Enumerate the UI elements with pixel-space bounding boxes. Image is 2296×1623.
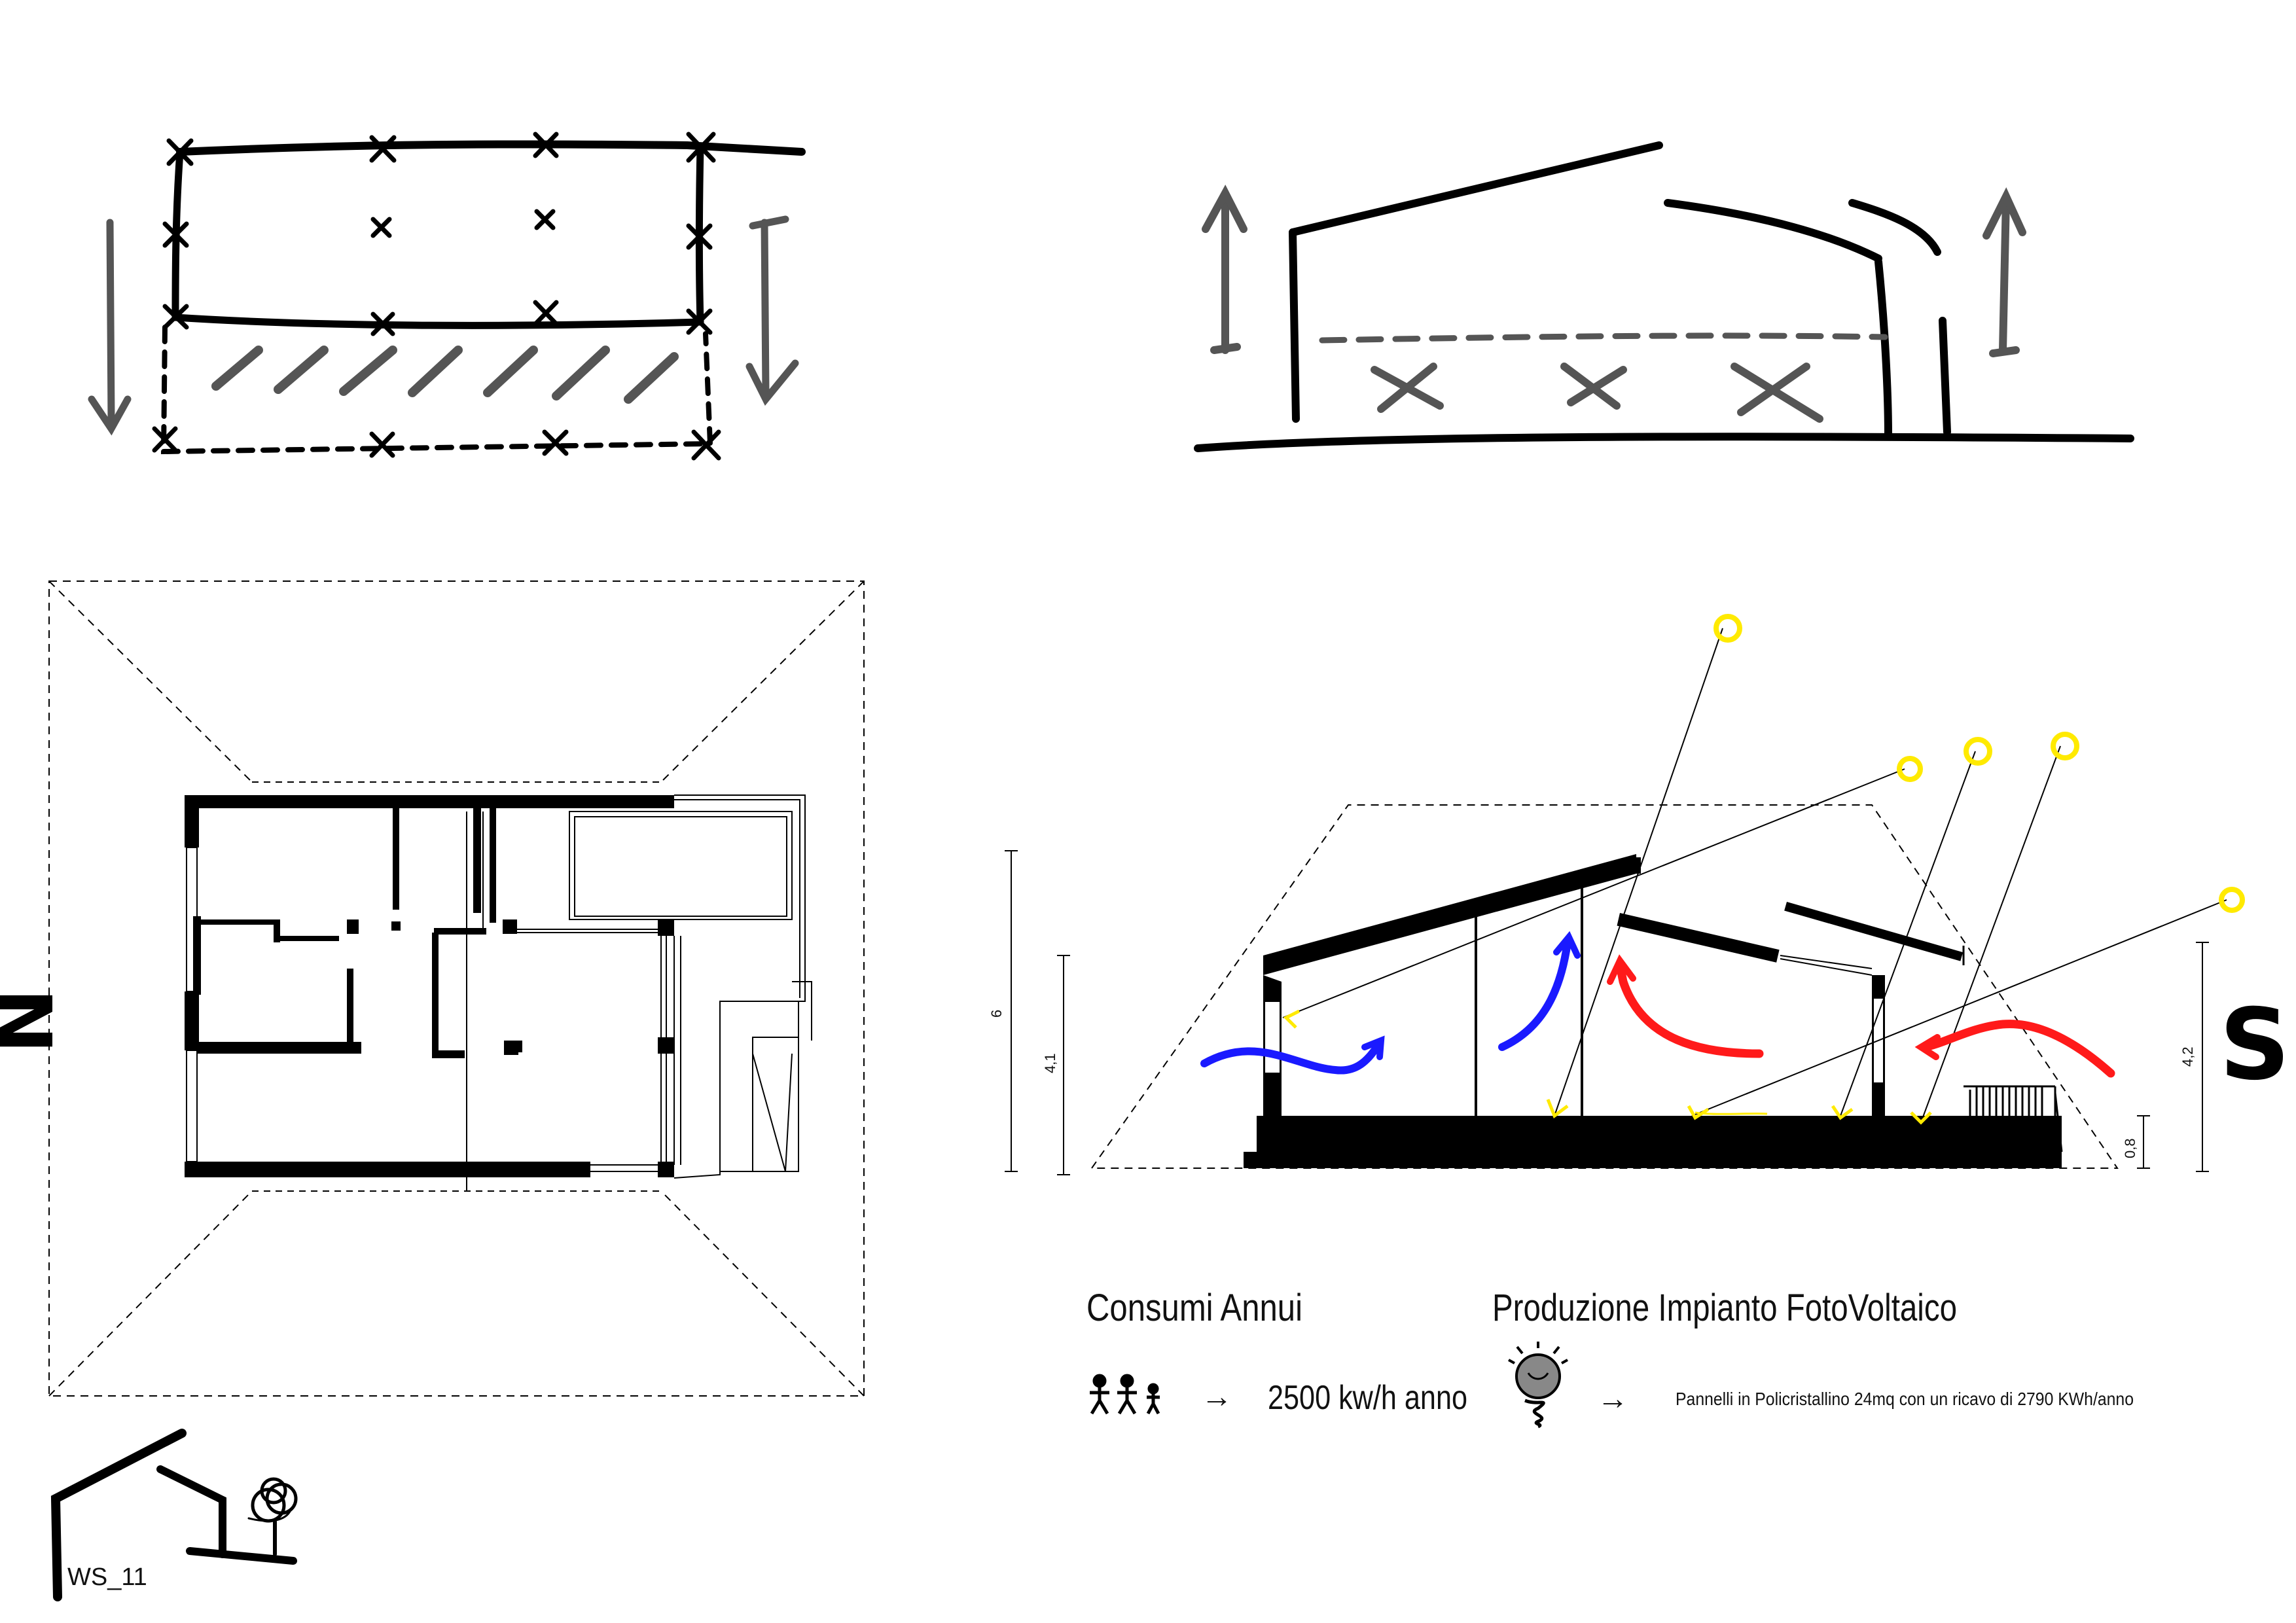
people-icon bbox=[1090, 1374, 1160, 1415]
warm-air-inflow-arrow bbox=[1920, 1020, 2115, 1078]
floor-plan bbox=[48, 580, 865, 1397]
production-value: Pannelli in Policristallino 24mq con un … bbox=[1676, 1389, 2134, 1409]
consumption-title: Consumi Annui bbox=[1086, 1287, 1302, 1329]
dim-total-height: 6 bbox=[988, 1010, 1005, 1018]
sheet-id: WS_11 bbox=[67, 1563, 147, 1591]
bioclimatic-section: 6 4,1 4,2 0,8 bbox=[988, 614, 2245, 1175]
south-label: S bbox=[2219, 988, 2290, 1102]
dim-south-wall: 4,2 bbox=[2179, 1046, 2196, 1067]
lightbulb-icon bbox=[1508, 1342, 1568, 1429]
consumption-arrow: → bbox=[1201, 1380, 1232, 1414]
dim-north-wall: 4,1 bbox=[1042, 1053, 1058, 1073]
energy-legend: Consumi Annui → 2500 kw/h anno Produzion… bbox=[1086, 1287, 2134, 1429]
dim-plinth: 0,8 bbox=[2122, 1138, 2138, 1158]
north-label: N bbox=[0, 988, 71, 1054]
cold-air-rise-arrow bbox=[1498, 938, 1571, 1051]
cold-air-flow-arrow bbox=[1200, 1040, 1384, 1075]
production-title: Produzione Impianto FotoVoltaico bbox=[1492, 1287, 1957, 1329]
sun-icon bbox=[1713, 614, 2245, 913]
warm-air-flow-arrow bbox=[1615, 961, 1764, 1058]
production-arrow: → bbox=[1597, 1382, 1628, 1416]
concept-sketch-plan bbox=[88, 132, 806, 461]
ws-logo bbox=[50, 1429, 298, 1601]
concept-sketch-section bbox=[1194, 141, 2134, 452]
consumption-value: 2500 kw/h anno bbox=[1268, 1379, 1467, 1417]
